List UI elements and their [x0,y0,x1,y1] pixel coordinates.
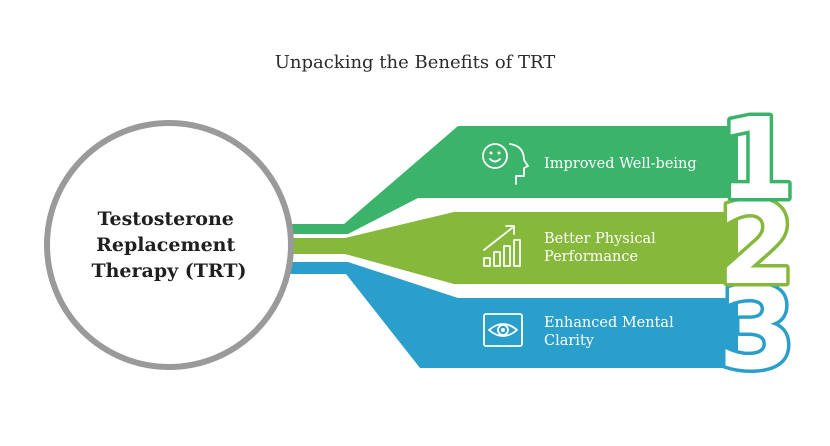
benefit-2-label-line-2: Performance [544,249,638,265]
center-node: Testosterone Replacement Therapy (TRT) [44,120,294,370]
benefit-3-label-line-2: Clarity [544,333,595,349]
benefit-3-panel [458,298,738,368]
benefit-3: 3 Enhanced Mental Clarity [288,262,799,399]
benefit-2: 2 Better Physical Performance [288,177,799,314]
benefit-2-panel [454,212,738,284]
benefit-3-label: Enhanced Mental Clarity [544,315,678,349]
benefit-3-connector [288,262,458,368]
benefit-1-number: 1 [718,95,796,225]
center-label: Testosterone Replacement Therapy (TRT) [91,208,246,282]
benefit-1-label: Improved Well-being [544,156,697,172]
smiling-head-icon [482,143,529,185]
benefit-3-label-line-1: Enhanced Mental [544,315,674,331]
benefit-2-number: 2 [718,180,796,310]
eye-focus-icon [483,313,523,347]
benefit-2-connector [288,212,454,284]
bar-chart-growth-icon [483,225,521,267]
benefit-2-label: Better Physical Performance [544,231,660,265]
benefit-2-label-line-1: Better Physical [544,231,656,247]
center-label-line-2: Replacement [96,234,235,256]
center-circle [44,120,294,370]
benefit-1: 1 Improved Well-being [288,92,799,234]
center-label-line-1: Testosterone [98,208,234,230]
benefit-1-connector [288,126,458,234]
benefit-1-label-line-1: Improved Well-being [544,156,697,172]
benefit-3-number: 3 [718,265,796,395]
diagram-title: Unpacking the Benefits of TRT [275,52,556,73]
center-label-line-3: Therapy (TRT) [91,260,246,282]
